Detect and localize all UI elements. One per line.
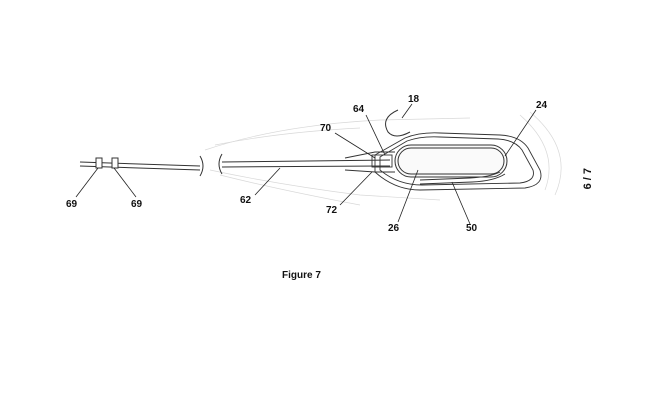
label-69-left: 69: [66, 199, 78, 210]
hook-18: [385, 109, 411, 137]
label-72: 72: [326, 205, 338, 216]
label-64: 64: [353, 104, 365, 115]
label-18: 18: [408, 94, 420, 105]
leader-lines: [75, 103, 537, 225]
label-70: 70: [320, 123, 332, 134]
capsule-26: [394, 144, 508, 178]
markers-69: [95, 157, 119, 169]
shaft-62: [79, 153, 391, 177]
label-24: 24: [536, 100, 548, 111]
figure-caption: Figure 7: [282, 270, 321, 281]
housing-24: [374, 132, 542, 191]
label-26: 26: [388, 223, 400, 234]
label-69-right: 69: [131, 199, 143, 210]
connector-70-72: [344, 151, 395, 173]
field-lines: [204, 111, 562, 206]
sheet-number: 6 / 7: [582, 168, 594, 190]
label-50: 50: [466, 223, 478, 234]
element-50: [419, 171, 506, 185]
label-62: 62: [240, 195, 252, 206]
